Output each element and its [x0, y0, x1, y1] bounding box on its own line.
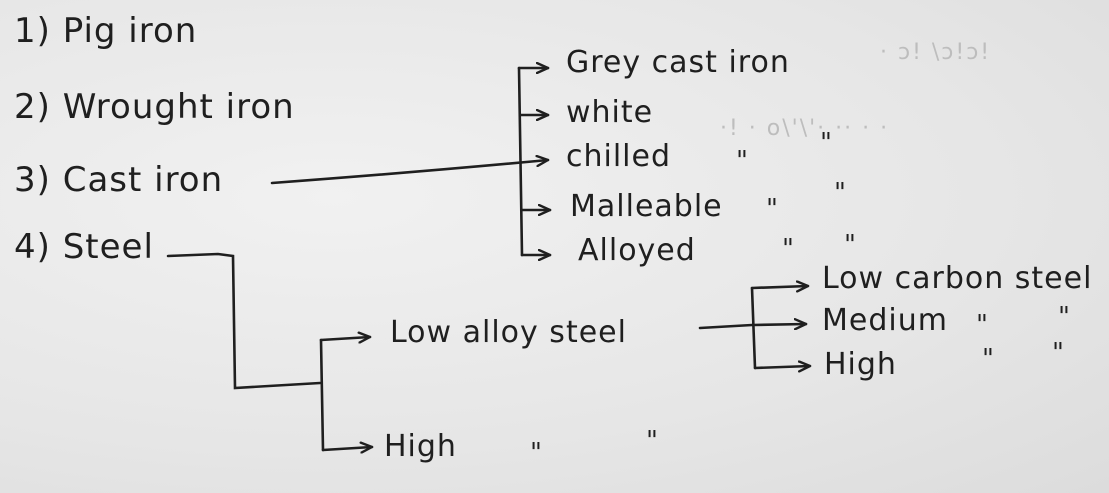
- high-sub-branch-arrow: [753, 366, 812, 368]
- high-alloy-steel-label: High: [384, 429, 457, 464]
- malleable-cast-iron-label: Malleable: [570, 189, 723, 224]
- ditto-mark: ": [834, 178, 846, 208]
- ditto-mark: ": [530, 438, 542, 468]
- ditto-mark: ": [646, 426, 658, 456]
- cast-iron-bracket: [517, 66, 524, 257]
- grey-cast-iron-label: Grey cast iron: [566, 45, 790, 80]
- medium-carbon-steel-label: Medium: [822, 303, 948, 338]
- bleed-through-text: ·! · o\'\'· ·· · ·: [720, 116, 890, 141]
- medium-branch-arrow: [751, 324, 808, 325]
- ditto-mark: ": [782, 234, 794, 264]
- ditto-mark: ": [766, 194, 778, 224]
- ditto-mark: ": [736, 146, 748, 176]
- high-carbon-steel-label: High: [824, 347, 897, 382]
- steel-bracket: [319, 338, 325, 452]
- low-alloy-bracket: [750, 286, 757, 370]
- ditto-mark: ": [844, 230, 856, 260]
- bleed-through-text: · ɔ! \ɔ!ɔ!: [880, 40, 992, 65]
- low-alloy-connector: [698, 323, 754, 330]
- low-carbon-branch-arrow: [750, 286, 810, 288]
- pig-iron-item: 1) Pig iron: [14, 11, 198, 51]
- ditto-mark: ": [1058, 302, 1070, 332]
- low-alloy-steel-label: Low alloy steel: [390, 315, 627, 350]
- high-branch-arrow: [321, 447, 374, 450]
- white-cast-iron-label: white: [566, 95, 654, 130]
- chilled-cast-iron-label: chilled: [566, 139, 672, 174]
- cast-iron-item: 3) Cast iron: [14, 160, 224, 200]
- steel-item: 4) Steel: [14, 227, 154, 267]
- ditto-mark: ": [976, 310, 988, 340]
- wrought-iron-item: 2) Wrought iron: [14, 87, 295, 127]
- low-carbon-steel-label: Low carbon steel: [822, 261, 1093, 296]
- cast-iron-arrow: [270, 160, 550, 185]
- steel-connector: [166, 252, 322, 390]
- ditto-mark: ": [820, 128, 832, 158]
- alloyed-cast-iron-label: Alloyed: [578, 233, 696, 268]
- low-alloy-branch-arrow: [319, 337, 372, 340]
- ditto-mark: ": [982, 344, 994, 374]
- ditto-mark: ": [1052, 338, 1064, 368]
